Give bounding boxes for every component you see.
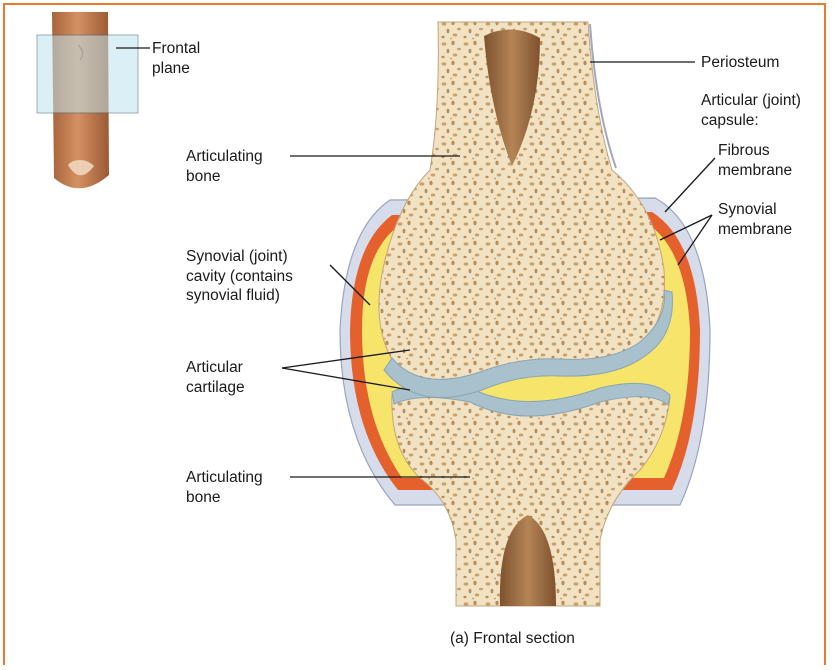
label-synovial-membrane: Synovial membrane [718,200,792,239]
label-articular-cartilage: Articular cartilage [186,358,245,397]
joint-illustration [340,22,710,606]
label-periosteum: Periosteum [701,53,779,73]
label-synovial-cavity: Synovial (joint) cavity (contains synovi… [186,247,293,306]
label-articulating-bone-bottom: Articulating bone [186,468,263,507]
frontal-plane-box [37,35,138,113]
figure-caption: (a) Frontal section [450,630,575,648]
label-articular-capsule: Articular (joint) capsule: [701,91,801,130]
label-articulating-bone-top: Articulating bone [186,147,263,186]
label-frontal-plane: Frontal plane [152,39,200,78]
finger-illustration [37,12,138,188]
label-fibrous-membrane: Fibrous membrane [718,141,792,180]
